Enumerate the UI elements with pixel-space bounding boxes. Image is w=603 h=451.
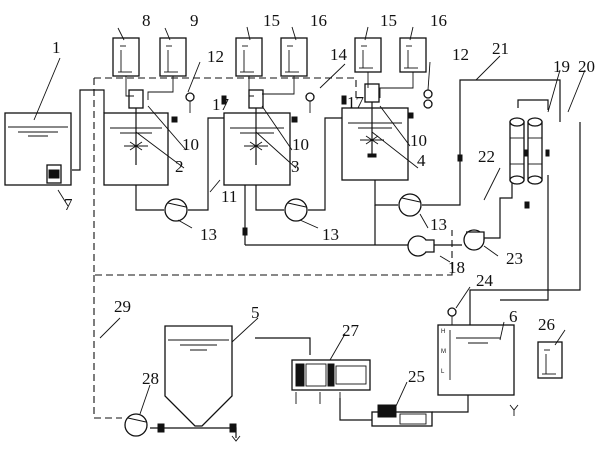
settling-tank-5 (164, 325, 233, 427)
reaction-tank-2 (103, 89, 169, 186)
label-13c: 13 (430, 215, 447, 234)
label-13a: 13 (200, 225, 217, 244)
pump-13a (164, 198, 188, 222)
dosing-tank-15a (235, 37, 263, 77)
screw-pump-25 (371, 404, 433, 427)
level-mark-high: H (441, 329, 445, 335)
meter-12a (185, 92, 195, 113)
pump-13b (284, 198, 308, 222)
pump-18 (407, 235, 435, 257)
label-21: 21 (492, 39, 509, 58)
label-10b: 10 (292, 135, 309, 154)
label-13b: 13 (322, 225, 339, 244)
meter-12c (423, 89, 433, 109)
label-18: 18 (448, 258, 465, 277)
label-11: 11 (221, 187, 237, 206)
filter-20 (527, 117, 543, 185)
label-17a: 17 (212, 95, 230, 114)
pump-13c (398, 193, 422, 217)
dosing-tank-16b (399, 37, 427, 73)
label-14: 14 (330, 45, 348, 64)
label-5: 5 (251, 303, 260, 322)
dosing-tank-16a (280, 37, 308, 77)
label-19: 19 (553, 57, 570, 76)
label-7: 7 (64, 195, 73, 214)
raw-water-tank (4, 112, 72, 186)
label-16b: 16 (430, 11, 447, 30)
label-23: 23 (506, 249, 523, 268)
meter-24 (447, 307, 457, 326)
leader-lines (33, 26, 586, 415)
clean-water-tank-6: H M L (437, 324, 515, 396)
label-24: 24 (476, 271, 494, 290)
dosing-lines (125, 72, 414, 100)
component-labels: 1 7 8 9 15 16 15 16 12 12 14 17 17 10 10… (52, 11, 595, 388)
label-16a: 16 (310, 11, 327, 30)
blower-23 (463, 229, 485, 251)
label-12b: 12 (452, 45, 469, 64)
label-27: 27 (342, 321, 360, 340)
label-22: 22 (478, 147, 495, 166)
label-28: 28 (142, 369, 159, 388)
filter-press-27 (291, 359, 371, 404)
label-10c: 10 (410, 131, 427, 150)
meter-12b (305, 92, 315, 113)
label-15a: 15 (263, 11, 280, 30)
pump-28 (124, 413, 148, 437)
label-4: 4 (417, 151, 426, 170)
label-17b: 17 (347, 93, 365, 112)
label-2: 2 (175, 157, 184, 176)
reaction-tank-4 (341, 83, 409, 181)
label-12a: 12 (207, 47, 224, 66)
label-15b: 15 (380, 11, 397, 30)
label-9: 9 (190, 11, 199, 30)
label-1: 1 (52, 38, 61, 57)
level-mark-low: L (441, 369, 445, 375)
label-20: 20 (578, 57, 595, 76)
label-10a: 10 (182, 135, 199, 154)
dosing-tank-15b (354, 37, 382, 73)
label-26: 26 (538, 315, 555, 334)
label-6: 6 (509, 307, 518, 326)
label-29: 29 (114, 297, 131, 316)
dosing-tank-8 (112, 37, 140, 77)
dosing-tank-26 (537, 341, 563, 379)
label-3: 3 (291, 157, 300, 176)
filter-19 (509, 117, 525, 185)
dosing-tank-9 (159, 37, 187, 77)
label-25: 25 (408, 367, 425, 386)
label-8: 8 (142, 11, 151, 30)
reaction-tank-3 (223, 89, 291, 186)
control-dashed-lines (93, 77, 453, 419)
level-mark-mid: M (441, 349, 446, 355)
